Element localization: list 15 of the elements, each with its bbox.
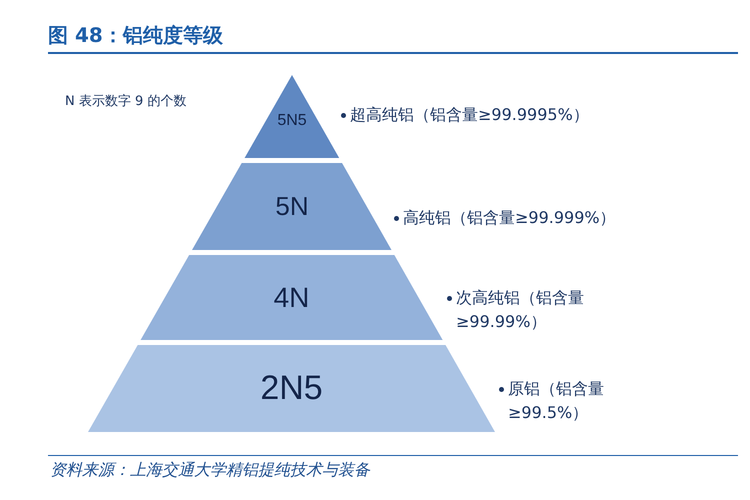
level-label: 4N <box>272 280 310 314</box>
level-label: 5N <box>274 190 310 222</box>
level-label: 2N5 <box>259 368 324 409</box>
pyramid-band <box>88 345 495 432</box>
pyramid-band <box>140 255 443 340</box>
grade-description: 超高纯铝（铝含量≥99.9995%） <box>350 104 590 126</box>
note-text: N 表示数字 9 的个数 <box>65 93 186 110</box>
pyramid-band <box>192 163 392 250</box>
title: 图 48：铝纯度等级 <box>48 22 223 49</box>
grade-description: 高纯铝（铝含量≥99.999%） <box>403 207 617 229</box>
pyramid-tip <box>244 75 340 158</box>
grade-description: 原铝（铝含量 ≥99.5%） <box>508 378 605 424</box>
grade-description: 次高纯铝（铝含量 ≥99.99%） <box>456 287 585 333</box>
source-note: 资料来源：上海交通大学精铝提纯技术与装备 <box>50 460 370 481</box>
level-label: 5N5 <box>276 111 308 130</box>
